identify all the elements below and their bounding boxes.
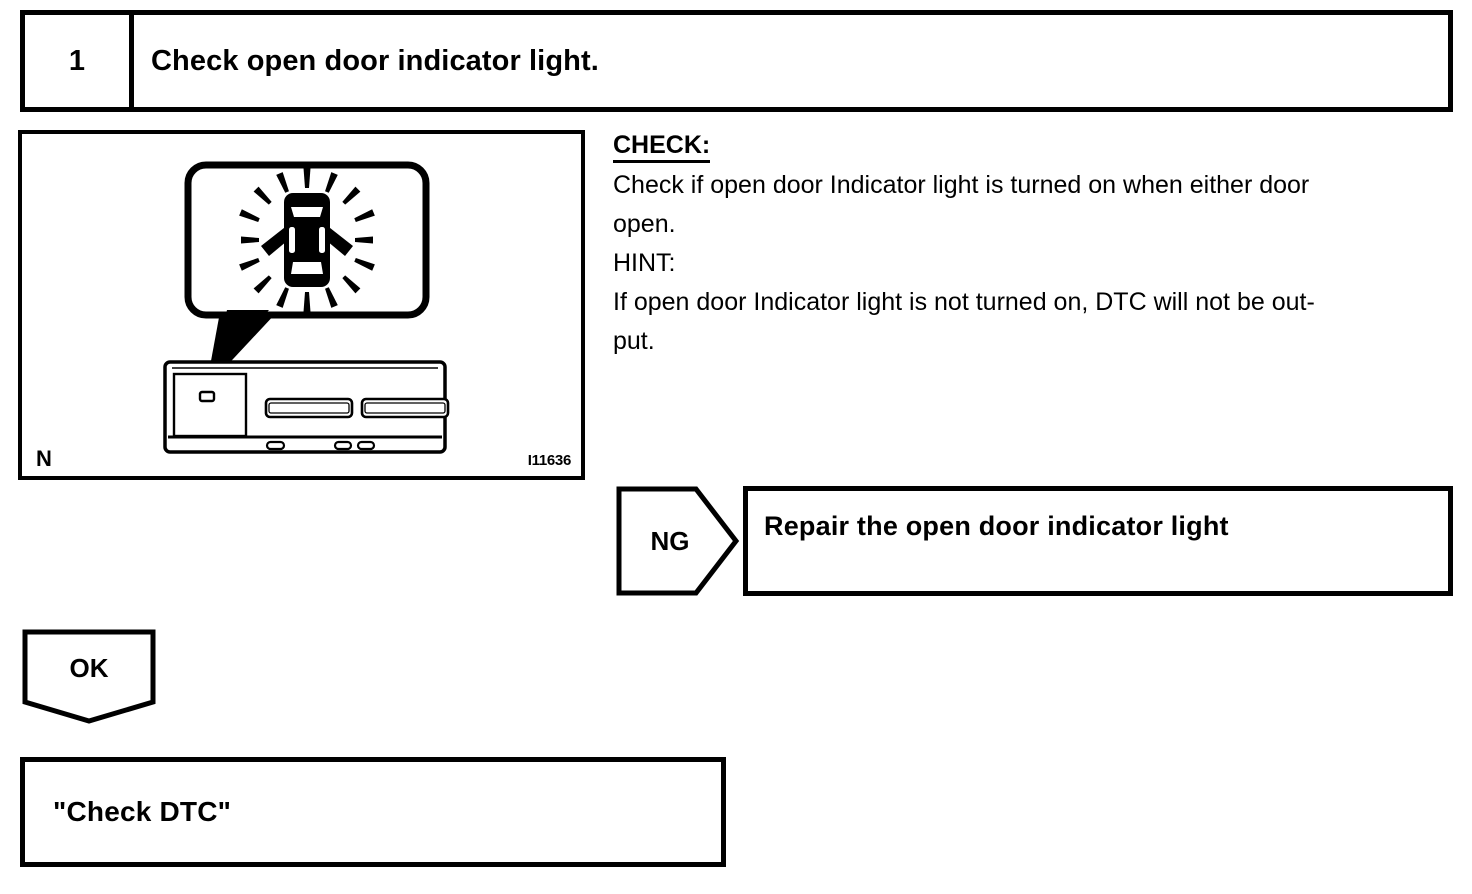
final-result-box: "Check DTC": [20, 757, 726, 867]
step-header: 1 Check open door indicator light.: [20, 10, 1453, 112]
figure-corner-label: N: [36, 446, 52, 471]
check-body-line-2: open.: [613, 210, 676, 238]
hint-line-2: put.: [613, 327, 655, 355]
ng-branch: NG Repair the open door indicator light: [616, 486, 1453, 596]
check-instructions-block: CHECK: Check if open door Indicator ligh…: [613, 130, 1463, 361]
step-number: 1: [68, 44, 86, 77]
step-number-cell: 1: [25, 15, 134, 107]
ng-result-box: Repair the open door indicator light: [743, 486, 1453, 596]
ng-result-text: Repair the open door indicator light: [764, 511, 1229, 541]
check-body-line-1: Check if open door Indicator light is tu…: [613, 171, 1310, 199]
figure-reference-code: I11636: [527, 452, 572, 469]
check-heading-wrap: CHECK:: [613, 130, 1463, 166]
instrument-cluster-panel: [163, 360, 450, 454]
ok-arrow-shape: [22, 629, 156, 724]
hint-line-1: If open door Indicator light is not turn…: [613, 288, 1315, 316]
figure-illustration: [163, 161, 450, 454]
hint-heading: HINT:: [613, 249, 676, 277]
step-title: Check open door indicator light.: [151, 44, 599, 77]
ng-arrow-shape: [616, 486, 740, 596]
ng-label: NG: [650, 525, 690, 556]
final-result-text: "Check DTC": [53, 796, 232, 827]
step-title-cell: Check open door indicator light.: [134, 15, 1448, 107]
ok-label: OK: [69, 652, 109, 683]
figure-panel: N I11636: [18, 130, 585, 480]
check-heading: CHECK:: [613, 130, 711, 163]
open-door-indicator-icon: [239, 168, 375, 312]
